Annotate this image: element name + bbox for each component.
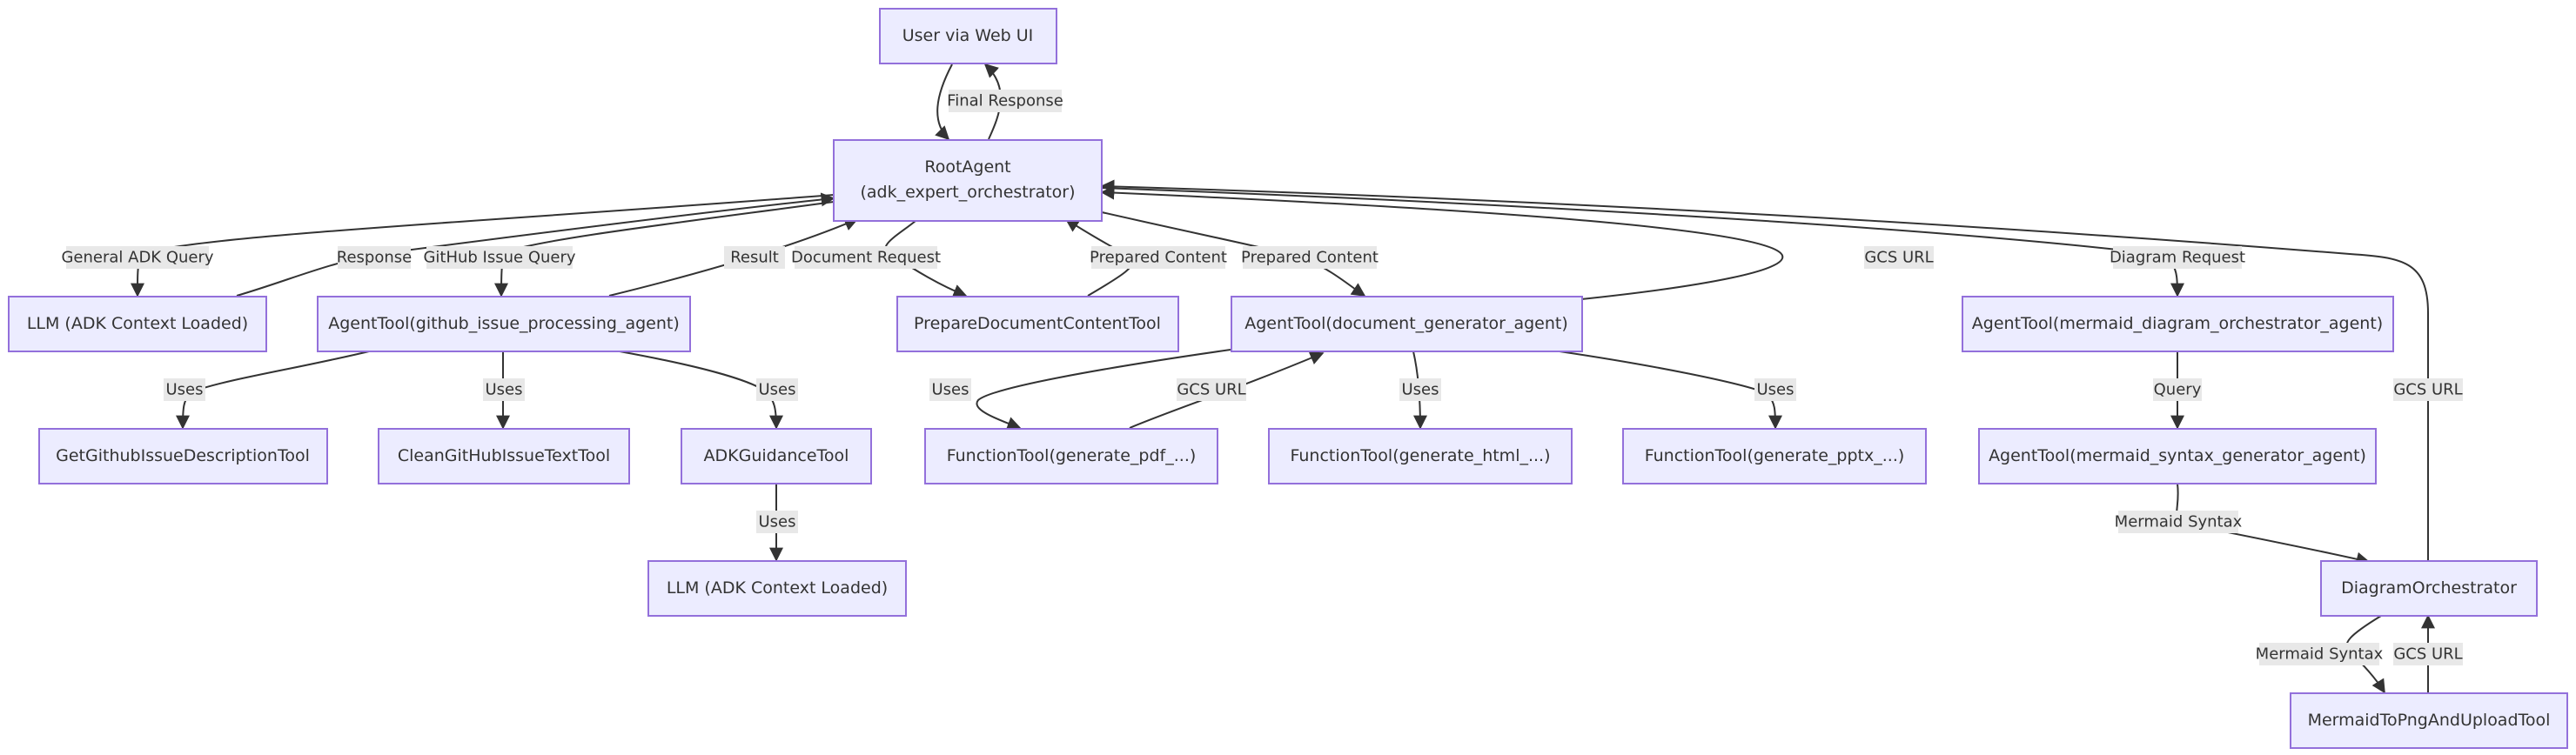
edge-label-result: Result xyxy=(724,246,785,269)
svg-text:Mermaid Syntax: Mermaid Syntax xyxy=(2115,513,2243,531)
edge-label-query: Query xyxy=(2153,378,2202,401)
node-label: FunctionTool(generate_pdf_...) xyxy=(947,446,1197,465)
edges xyxy=(131,63,2435,694)
svg-text:Result: Result xyxy=(730,249,779,267)
edge-label-uses-pdf: Uses xyxy=(929,378,971,401)
node-label: User via Web UI xyxy=(902,26,1034,45)
svg-text:Mermaid Syntax: Mermaid Syntax xyxy=(2256,645,2384,664)
edge-label-github-query: GitHub Issue Query xyxy=(423,246,576,269)
node-label: FunctionTool(generate_pptx_...) xyxy=(1645,446,1905,465)
edge-docgen-to-pdf xyxy=(976,349,1231,431)
node-fn-generate-pptx[interactable]: FunctionTool(generate_pptx_...) xyxy=(1622,428,1927,484)
node-label: CleanGitHubIssueTextTool xyxy=(398,446,610,465)
svg-text:Diagram Request: Diagram Request xyxy=(2110,249,2245,267)
svg-text:GitHub Issue Query: GitHub Issue Query xyxy=(423,249,575,267)
svg-text:Document Request: Document Request xyxy=(791,249,941,267)
edge-root-to-github xyxy=(494,201,835,297)
node-label: DiagramOrchestrator xyxy=(2341,578,2517,598)
edge-label-uses-clean: Uses xyxy=(483,378,525,401)
edge-label-uses-pptx: Uses xyxy=(1754,378,1796,401)
svg-text:Prepared Content: Prepared Content xyxy=(1241,249,1379,267)
node-label: RootAgent xyxy=(924,157,1010,177)
svg-text:Uses: Uses xyxy=(485,381,522,399)
edge-label-mermaid-syntax-2: Mermaid Syntax xyxy=(2256,643,2384,665)
node-adk-guidance-tool[interactable]: ADKGuidanceTool xyxy=(681,428,872,484)
node-llm-context-1[interactable]: LLM (ADK Context Loaded) xyxy=(8,296,267,352)
node-mermaid-syntax-agent[interactable]: AgentTool(mermaid_syntax_generator_agent… xyxy=(1978,428,2377,484)
edge-label-prepared-content-2: Prepared Content xyxy=(1241,246,1379,269)
node-label: AgentTool(mermaid_diagram_orchestrator_a… xyxy=(1972,314,2383,333)
svg-text:GCS URL: GCS URL xyxy=(2393,645,2462,664)
edge-github-to-get-issue xyxy=(176,351,370,430)
edge-label-response: Response xyxy=(337,246,412,269)
node-github-agent[interactable]: AgentTool(github_issue_processing_agent) xyxy=(317,296,691,352)
node-fn-generate-html[interactable]: FunctionTool(generate_html_...) xyxy=(1268,428,1573,484)
node-user-via-web-ui[interactable]: User via Web UI xyxy=(879,8,1057,64)
svg-text:Uses: Uses xyxy=(931,381,969,399)
node-label: GetGithubIssueDescriptionTool xyxy=(56,446,310,465)
node-label: MermaidToPngAndUploadTool xyxy=(2308,711,2551,730)
edge-label-prepared-content-1: Prepared Content xyxy=(1090,246,1227,269)
node-png-upload-tool[interactable]: MermaidToPngAndUploadTool xyxy=(2290,692,2568,749)
svg-text:Uses: Uses xyxy=(165,381,203,399)
svg-text:General ADK Query: General ADK Query xyxy=(61,249,213,267)
node-label: LLM (ADK Context Loaded) xyxy=(27,314,248,333)
edge-label-uses-html: Uses xyxy=(1399,378,1441,401)
node-label-sub: (adk_expert_orchestrator) xyxy=(860,183,1075,202)
svg-text:Query: Query xyxy=(2154,381,2202,399)
node-fn-generate-pdf[interactable]: FunctionTool(generate_pdf_...) xyxy=(924,428,1218,484)
edge-label-gcs-url-png: GCS URL xyxy=(2393,643,2463,665)
edge-github-to-guidance xyxy=(619,351,783,430)
node-label: AgentTool(github_issue_processing_agent) xyxy=(328,314,680,333)
svg-text:Prepared Content: Prepared Content xyxy=(1090,249,1227,267)
edge-label-gcs-url-pdf: GCS URL xyxy=(1177,378,1246,401)
edge-label-diagram-request: Diagram Request xyxy=(2110,246,2245,269)
edge-label-uses-get: Uses xyxy=(164,378,205,401)
edge-label-document-request: Document Request xyxy=(791,246,941,269)
node-root-agent[interactable]: RootAgent (adk_expert_orchestrator) xyxy=(833,139,1103,222)
edge-label-uses-guidance: Uses xyxy=(756,378,798,401)
edge-label-gcs-url-orch: GCS URL xyxy=(2393,378,2463,401)
node-label: AgentTool(mermaid_syntax_generator_agent… xyxy=(1989,446,2366,465)
edge-docgen-to-pptx xyxy=(1559,351,1782,430)
nodes: User via Web UI RootAgent (adk_expert_or… xyxy=(8,8,2568,749)
node-label: FunctionTool(generate_html_...) xyxy=(1290,446,1550,465)
edge-labels: Final Response General ADK Query Respons… xyxy=(61,90,2463,665)
svg-text:Uses: Uses xyxy=(1756,381,1794,399)
node-get-issue-tool[interactable]: GetGithubIssueDescriptionTool xyxy=(38,428,328,484)
edge-docgen-to-root xyxy=(1100,185,1784,300)
node-docgen-agent[interactable]: AgentTool(document_generator_agent) xyxy=(1231,296,1583,352)
edge-label-mermaid-syntax-1: Mermaid Syntax xyxy=(2115,511,2243,533)
edge-label-general-query: General ADK Query xyxy=(61,246,214,269)
svg-text:Uses: Uses xyxy=(758,513,795,531)
node-label: ADKGuidanceTool xyxy=(704,446,849,465)
svg-text:Response: Response xyxy=(337,249,412,267)
edge-label-uses-llm2: Uses xyxy=(756,511,798,533)
edge-label-final-response: Final Response xyxy=(947,90,1063,112)
svg-text:Uses: Uses xyxy=(1401,381,1439,399)
svg-text:GCS URL: GCS URL xyxy=(1177,381,1245,399)
node-label: LLM (ADK Context Loaded) xyxy=(667,578,888,598)
edge-user-to-root xyxy=(935,63,953,141)
edge-llm-to-root xyxy=(236,192,835,297)
node-clean-issue-tool[interactable]: CleanGitHubIssueTextTool xyxy=(378,428,630,484)
edge-diagram-orch-to-root xyxy=(1100,179,2429,560)
node-label: AgentTool(document_generator_agent) xyxy=(1244,314,1568,333)
svg-text:GCS URL: GCS URL xyxy=(2393,381,2462,399)
node-prepare-document-content-tool[interactable]: PrepareDocumentContentTool xyxy=(896,296,1179,352)
edge-root-to-mermaid-orch xyxy=(1101,187,2184,297)
edge-label-gcs-url-root: GCS URL xyxy=(1864,246,1934,269)
node-label: PrepareDocumentContentTool xyxy=(914,314,1161,333)
node-diagram-orchestrator[interactable]: DiagramOrchestrator xyxy=(2320,560,2538,617)
svg-text:Final Response: Final Response xyxy=(947,92,1063,110)
svg-text:Uses: Uses xyxy=(758,381,795,399)
svg-text:GCS URL: GCS URL xyxy=(1864,249,1933,267)
node-mermaid-orchestrator-agent[interactable]: AgentTool(mermaid_diagram_orchestrator_a… xyxy=(1962,296,2394,352)
node-llm-context-2[interactable]: LLM (ADK Context Loaded) xyxy=(647,560,907,617)
